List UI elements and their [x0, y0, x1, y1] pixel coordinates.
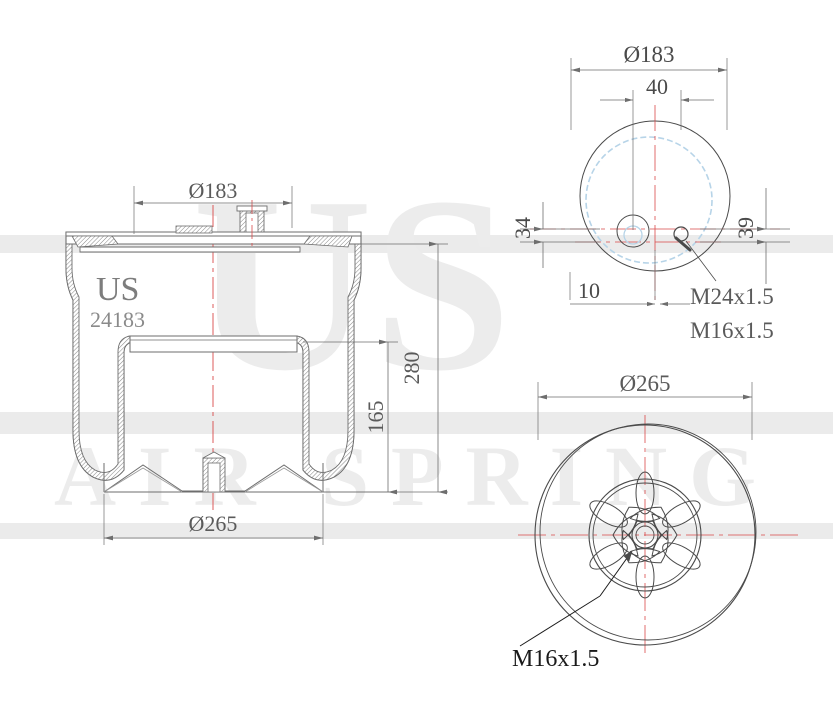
piston-outer-circle — [534, 424, 756, 646]
piston-rib-right-inner — [244, 467, 324, 493]
callout-m24: M24x1.5 — [690, 284, 774, 309]
petal-0 — [635, 471, 655, 515]
waist-clamp-ring — [129, 335, 298, 353]
piston-hub-ring-outer — [588, 478, 702, 592]
air-port-fitting — [236, 200, 268, 248]
piston-rib-left — [103, 464, 183, 493]
piston-rib-right — [244, 464, 324, 493]
petal-4 — [589, 542, 628, 570]
piston-stud-cap — [202, 451, 226, 459]
watermark-tagline: AIR SPRING — [54, 428, 778, 524]
piston-body — [103, 451, 324, 493]
dim-height-280: 280 — [323, 241, 448, 495]
piston-hub-ring-inner — [592, 482, 698, 588]
dim-plate-diameter: Ø183 — [570, 42, 728, 130]
part-number-label: 24183 — [90, 307, 145, 332]
dim-top-diameter: Ø183 — [133, 178, 293, 234]
dim-offset-bottom: 10 — [569, 250, 690, 307]
callout-leader-m24 — [685, 240, 717, 282]
web-arm — [621, 506, 661, 541]
dim-text-165: 165 — [363, 401, 388, 434]
dim-text-40: 40 — [646, 74, 668, 99]
dim-text-10: 10 — [578, 278, 600, 303]
web-arm — [621, 529, 661, 564]
piston-stud-bore — [207, 462, 221, 493]
dim-offset-right: 39 — [700, 188, 790, 284]
piston-outer-circle-offset — [539, 423, 757, 641]
dim-text-280: 280 — [399, 352, 424, 385]
dim-piston-diameter: Ø265 — [537, 371, 753, 440]
web-arm — [629, 506, 669, 541]
watermark-bar-middle — [0, 412, 833, 434]
piston-rib-left-inner — [103, 467, 183, 493]
web-spoke-2 — [629, 529, 669, 564]
petal-2 — [662, 542, 701, 570]
mount-stud-shank — [674, 236, 692, 252]
petal-blade — [635, 555, 655, 599]
bead-crimp-right — [303, 235, 353, 248]
web-spoke-0 — [629, 506, 669, 541]
petal-blade — [589, 500, 628, 528]
petal-5 — [589, 500, 628, 528]
top-plate-plan-view: Ø183 40 34 39 — [510, 42, 790, 343]
dim-text-piston-265: Ø265 — [619, 371, 670, 396]
watermark-bar-bottom — [0, 523, 833, 539]
web-spoke-1 — [651, 513, 678, 557]
bead-crimp-left — [71, 235, 119, 248]
piston-star-pattern — [589, 471, 701, 599]
web-arm — [651, 513, 678, 557]
dim-bottom-diameter: Ø265 — [103, 494, 324, 545]
piston-center-bore-inner — [635, 525, 655, 545]
dim-stud-spacing: 40 — [600, 74, 714, 230]
web-spoke-5 — [621, 506, 661, 541]
web-spoke-3 — [621, 529, 661, 564]
callout-m16-piston: M16x1.5 — [512, 646, 599, 672]
blind-nut-boss — [175, 225, 213, 234]
callout-arrowhead-m16-piston — [623, 550, 633, 562]
petal-1 — [662, 500, 701, 528]
front-section-view: Ø183 Ø265 165 280 US 24183 — [65, 178, 448, 545]
dim-text-183: Ø183 — [189, 178, 238, 203]
web-arm — [629, 529, 669, 564]
part-brand-label: US — [96, 271, 139, 308]
top-inner-cavity-line — [79, 246, 301, 253]
petal-blade — [635, 471, 655, 515]
dim-text-265: Ø265 — [189, 511, 238, 536]
top-plate-upper-face — [65, 231, 362, 237]
dim-text-39: 39 — [733, 217, 758, 239]
dim-text-plate-183: Ø183 — [623, 42, 674, 67]
petal-3 — [635, 555, 655, 599]
piston-plan-view: Ø265 M16x1.5 — [512, 371, 800, 672]
dim-offset-left: 34 — [510, 202, 600, 268]
petal-blade — [589, 542, 628, 570]
callout-leader-m16-piston-tail — [519, 595, 601, 647]
callout-m16-top: M16x1.5 — [690, 318, 774, 343]
petal-blade — [662, 542, 701, 570]
petal-blade — [662, 500, 701, 528]
dim-text-34: 34 — [510, 217, 535, 239]
top-plate-bead-circle — [585, 136, 713, 264]
